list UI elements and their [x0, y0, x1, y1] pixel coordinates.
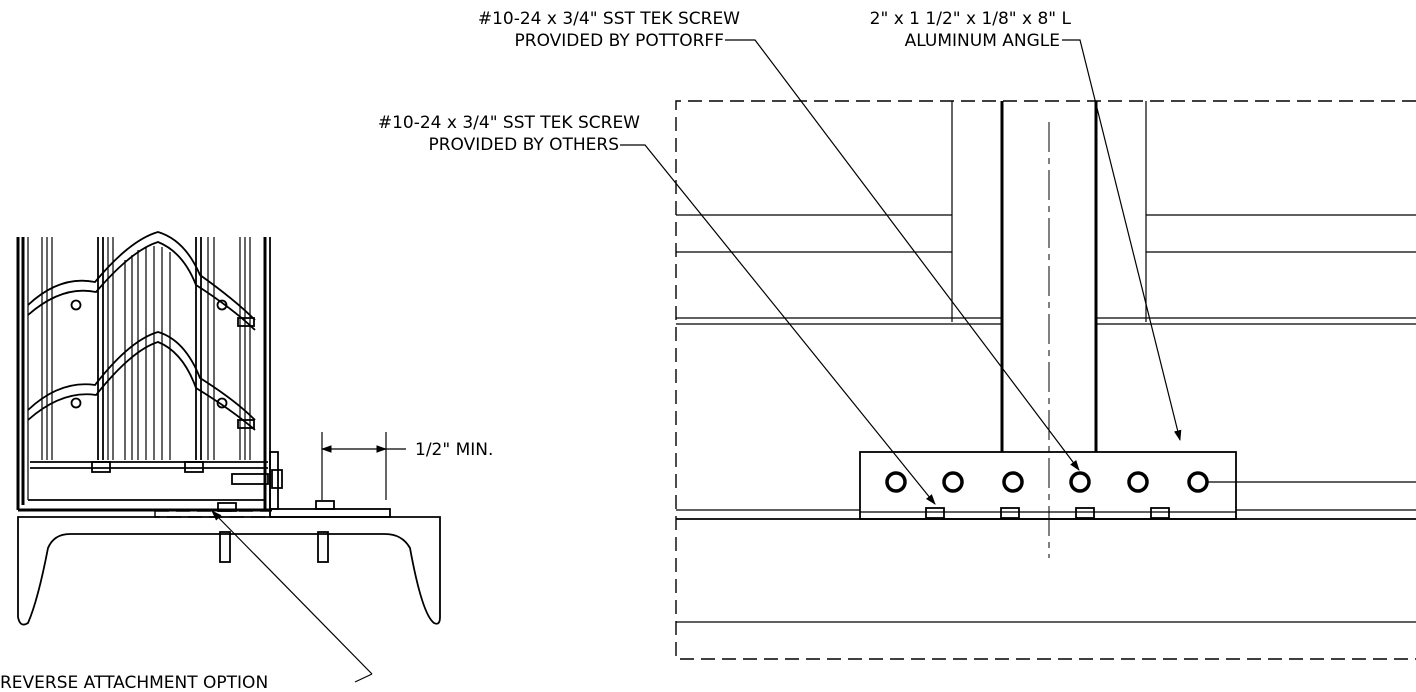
right-elevation-view	[620, 39, 1416, 660]
leader-pottorff	[725, 39, 1080, 471]
opening-outline	[675, 100, 1416, 660]
aluminum-angle	[859, 451, 1237, 520]
angle-line1: 2" x 1 1/2" x 1/8" x 8" L	[870, 9, 1072, 29]
base-plate	[269, 508, 391, 518]
screw-hole	[1187, 471, 1209, 493]
screw-holes	[885, 471, 1209, 493]
screw-hole	[885, 471, 907, 493]
screw-others-line1: #10-24 x 3/4" SST TEK SCREW	[378, 113, 640, 133]
screw-pottorff-line2: PROVIDED BY POTTORFF	[515, 31, 725, 51]
damper-housing	[16, 237, 279, 512]
angle-line2: ALUMINUM ANGLE	[905, 31, 1060, 51]
screw-hole	[1069, 471, 1091, 493]
screw-hole	[1002, 471, 1024, 493]
frame-members	[676, 214, 1416, 623]
mullion	[951, 101, 1147, 558]
min-clearance-label: 1/2" MIN.	[415, 440, 493, 460]
screw-pottorff-line1: #10-24 x 3/4" SST TEK SCREW	[478, 9, 740, 29]
min-clearance-dimension	[320, 432, 406, 500]
screw-heads	[925, 507, 1170, 519]
housing-bolts	[91, 461, 335, 563]
reverse-attachment-label: REVERSE ATTACHMENT OPTION	[0, 673, 268, 692]
screw-hole	[1127, 471, 1149, 493]
screw-hole	[942, 471, 964, 493]
base-channel	[17, 516, 441, 626]
screw-others-line2: PROVIDED BY OTHERS	[428, 135, 619, 155]
left-section-view: 1/2" MIN. REVERSE ATTACHMENT OPTION	[0, 231, 493, 692]
reverse-attachment-leader	[211, 510, 373, 683]
leader-others	[620, 144, 936, 505]
spring-linkage	[27, 231, 256, 431]
leader-angle	[1062, 39, 1182, 442]
blade-assembly	[41, 237, 251, 460]
